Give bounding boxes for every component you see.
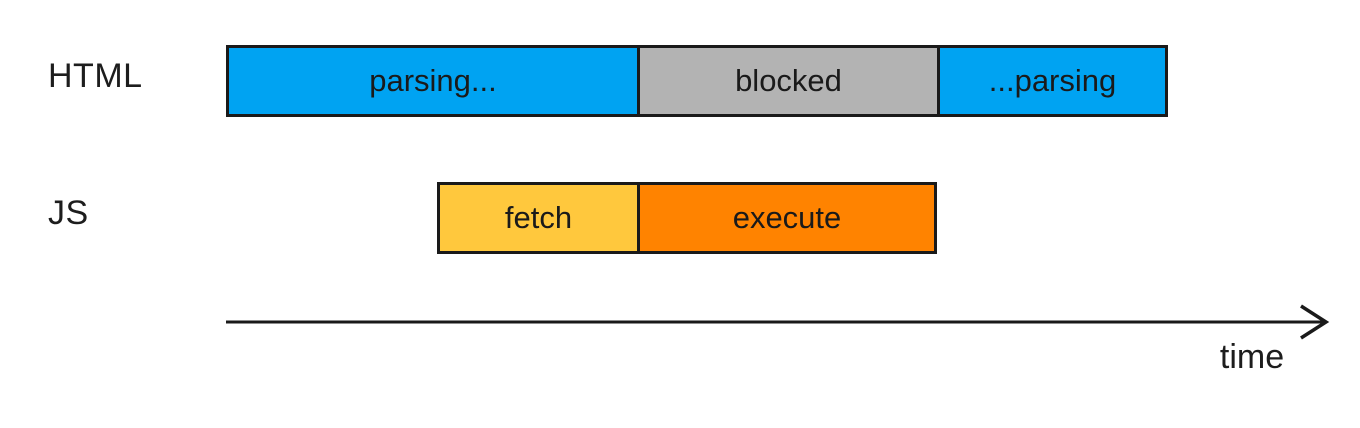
row-label-js: JS: [48, 194, 89, 232]
time-axis-label: time: [1219, 338, 1285, 376]
row-label-html: HTML: [48, 57, 143, 95]
segment-blocked: blocked: [637, 48, 937, 114]
time-axis-arrow: [226, 304, 1330, 340]
html-timeline-bar: parsing... blocked ...parsing: [226, 45, 1168, 117]
arrowhead-icon: [1300, 304, 1330, 340]
segment-execute-label: execute: [732, 200, 842, 235]
segment-fetch-label: fetch: [504, 200, 573, 235]
segment-execute: execute: [637, 185, 934, 251]
segment-parsing-resume: ...parsing: [937, 48, 1165, 114]
segment-parsing-start: parsing...: [229, 48, 637, 114]
segment-parsing-resume-label: ...parsing: [988, 63, 1117, 98]
segment-blocked-label: blocked: [735, 63, 842, 98]
js-timeline-bar: fetch execute: [437, 182, 937, 254]
segment-fetch: fetch: [440, 185, 637, 251]
segment-parsing-start-label: parsing...: [369, 63, 497, 98]
